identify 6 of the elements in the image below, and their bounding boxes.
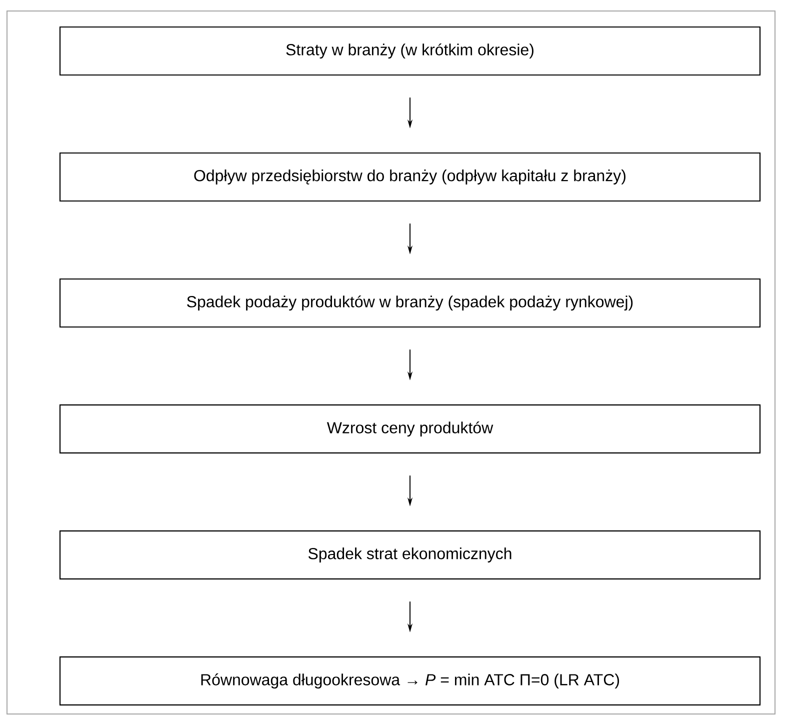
process-box: Równowaga długookresowa → P = min ATC Π=0 (LR ATC)	[59, 656, 761, 706]
process-box: Wzrost ceny produktów	[59, 404, 761, 454]
process-box: Odpływ przedsiębiorstw do branży (odpływ kapitału z branży)	[59, 152, 761, 202]
process-box: Straty w branży (w krótkim okresie)	[59, 26, 761, 76]
process-box: Spadek podaży produktów w branży (spadek podaży rynkowej)	[59, 278, 761, 328]
process-box: Spadek strat ekonomicznych	[59, 530, 761, 580]
